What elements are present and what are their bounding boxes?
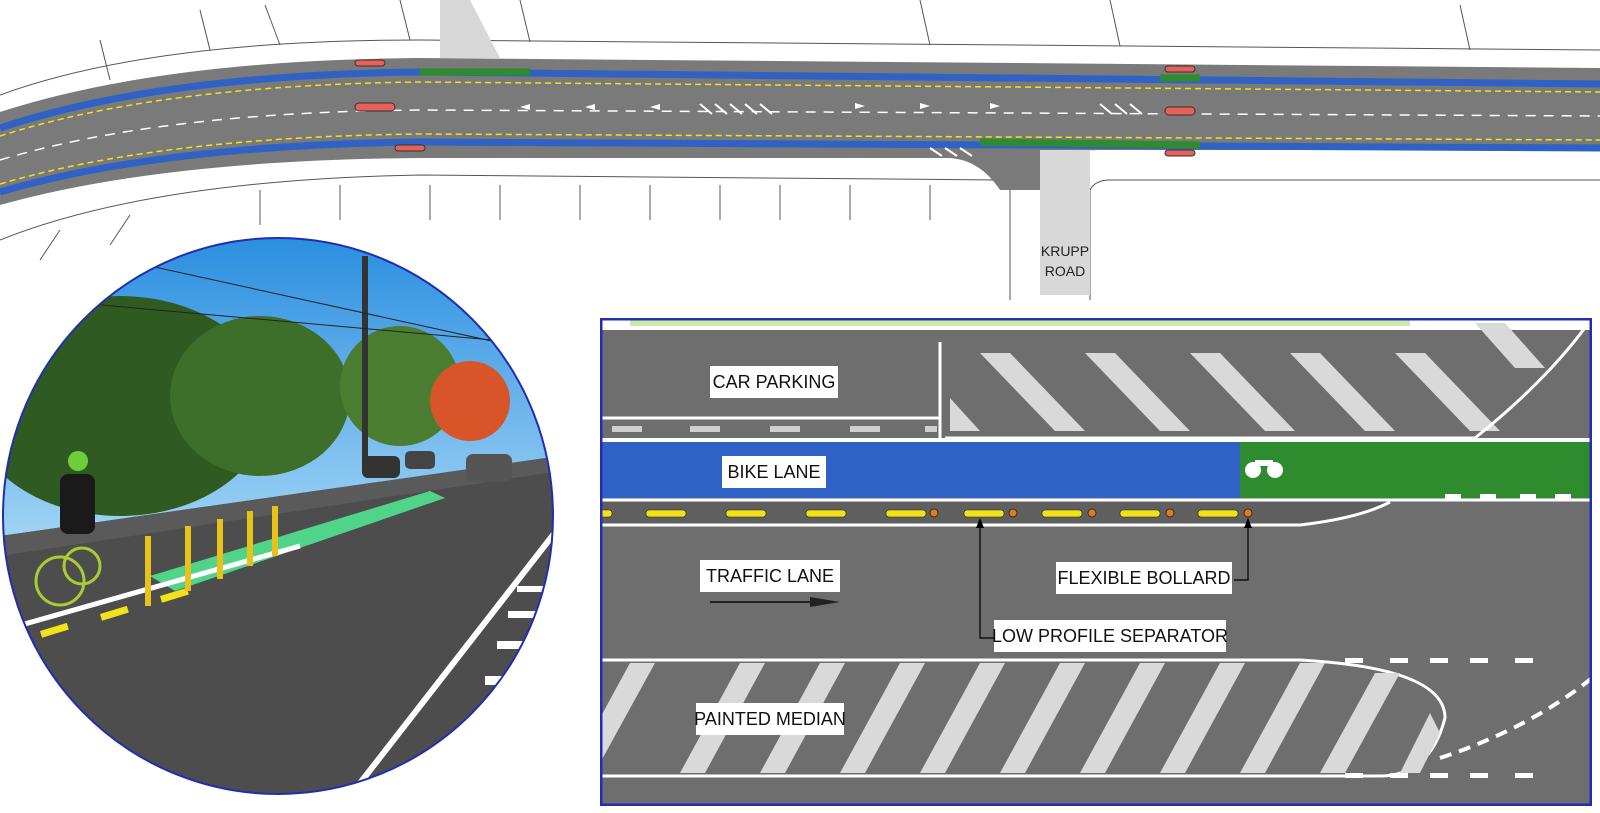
label-flexible-bollard: FLEXIBLE BOLLARD bbox=[1056, 562, 1232, 594]
svg-text:PAINTED MEDIAN: PAINTED MEDIAN bbox=[694, 709, 846, 729]
parking-hatch bbox=[950, 323, 1545, 431]
krupp-road bbox=[1040, 150, 1090, 295]
main-road bbox=[0, 58, 1600, 205]
plan-view: KRUPP ROAD bbox=[0, 0, 1600, 300]
svg-text:FLEXIBLE BOLLARD: FLEXIBLE BOLLARD bbox=[1057, 568, 1230, 588]
property-lines bbox=[0, 0, 1600, 300]
krupp-road-label-line2: ROAD bbox=[1045, 263, 1085, 279]
low-profile-separators bbox=[600, 509, 1239, 518]
label-painted-median: PAINTED MEDIAN bbox=[694, 703, 846, 735]
svg-text:LOW PROFILE SEPARATOR: LOW PROFILE SEPARATOR bbox=[992, 626, 1228, 646]
plan-arrows bbox=[520, 103, 1000, 110]
krupp-road-label-line1: KRUPP bbox=[1041, 243, 1089, 259]
flexible-bollards bbox=[929, 508, 1253, 518]
plan-bike-lane-south bbox=[0, 138, 1600, 196]
svg-text:CAR PARKING: CAR PARKING bbox=[713, 372, 836, 392]
plan-bike-lane-north bbox=[0, 68, 1600, 132]
label-traffic-lane: TRAFFIC LANE bbox=[700, 560, 840, 592]
label-low-profile-separator: LOW PROFILE SEPARATOR bbox=[992, 620, 1228, 652]
detail-bike-lane bbox=[600, 442, 1240, 498]
street-photo bbox=[2, 237, 554, 795]
detail-bike-lane-green bbox=[1240, 442, 1592, 498]
svg-text:BIKE LANE: BIKE LANE bbox=[727, 462, 820, 482]
plan-hatching bbox=[699, 103, 1143, 157]
cross-section-detail: CAR PARKING BIKE LANE TRAFFIC LANE FLEXI… bbox=[600, 318, 1592, 806]
svg-text:TRAFFIC LANE: TRAFFIC LANE bbox=[706, 566, 834, 586]
bike-symbol-icon bbox=[1245, 460, 1283, 478]
label-bike-lane: BIKE LANE bbox=[722, 456, 826, 488]
north-side-road bbox=[440, 0, 500, 58]
label-car-parking: CAR PARKING bbox=[710, 366, 838, 398]
plan-islands bbox=[354, 59, 1196, 157]
